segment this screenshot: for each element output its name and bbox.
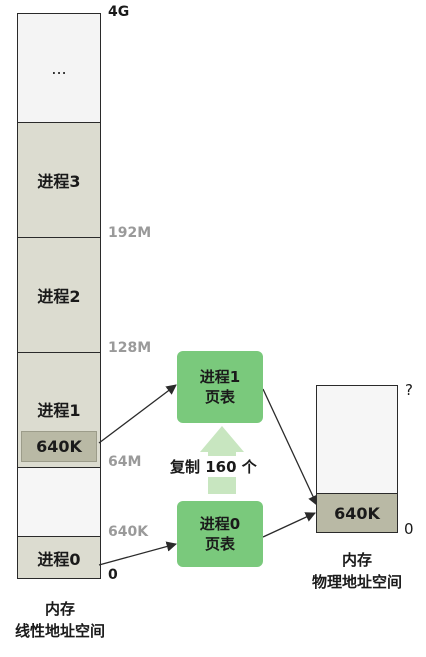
arrow-linear640k-to-pt1 <box>98 384 177 444</box>
page-table-process0: 进程0 页表 <box>177 501 263 567</box>
linear-caption-line2: 线性地址空间 <box>14 622 105 640</box>
segment-top-label: ... <box>51 58 67 78</box>
physical-640k-chip: 640K <box>317 493 397 532</box>
physical-caption-line1: 内存 <box>341 551 372 569</box>
linear-segment-process3: 进程3 <box>17 122 101 238</box>
copy-label: 复制 160 个 <box>168 456 259 477</box>
pt0-line2: 页表 <box>204 535 235 553</box>
linear-segment-gap <box>17 467 101 537</box>
pt1-line2: 页表 <box>204 388 235 406</box>
physical-space-caption: 内存 物理地址空间 <box>294 549 420 593</box>
tick-4g: 4G <box>108 4 130 20</box>
linear-segment-top: ... <box>17 13 101 123</box>
linear-chip-label: 640K <box>36 437 82 456</box>
tick-640k: 640K <box>108 524 149 540</box>
page-table-process1: 进程1 页表 <box>177 351 263 423</box>
pt0-line1: 进程0 <box>199 515 241 533</box>
linear-segment-process2: 进程2 <box>17 237 101 353</box>
linear-640k-chip: 640K <box>21 431 97 462</box>
segment-process0-label: 进程0 <box>37 549 81 569</box>
arrow-linear0-to-pt0 <box>98 541 178 566</box>
tick-128m: 128M <box>108 340 152 356</box>
physical-bottom-mark: 0 <box>404 520 414 538</box>
arrow-pt0-to-phys <box>262 512 316 538</box>
tick-192m: 192M <box>108 225 152 241</box>
linear-segment-process0: 进程0 <box>17 536 101 579</box>
linear-caption-line1: 内存 <box>44 600 75 618</box>
pt1-line1: 进程1 <box>199 368 241 386</box>
arrow-pt1-to-phys <box>262 388 318 506</box>
physical-chip-label: 640K <box>334 503 380 523</box>
tick-0: 0 <box>108 567 118 583</box>
segment-process1-label: 进程1 <box>37 401 81 420</box>
physical-caption-line2: 物理地址空间 <box>311 573 402 591</box>
segment-process3-label: 进程3 <box>37 172 81 191</box>
linear-space-caption: 内存 线性地址空间 <box>0 598 120 642</box>
tick-64m: 64M <box>108 454 142 470</box>
segment-process2-label: 进程2 <box>37 287 81 306</box>
physical-top-mark: ? <box>405 381 413 399</box>
